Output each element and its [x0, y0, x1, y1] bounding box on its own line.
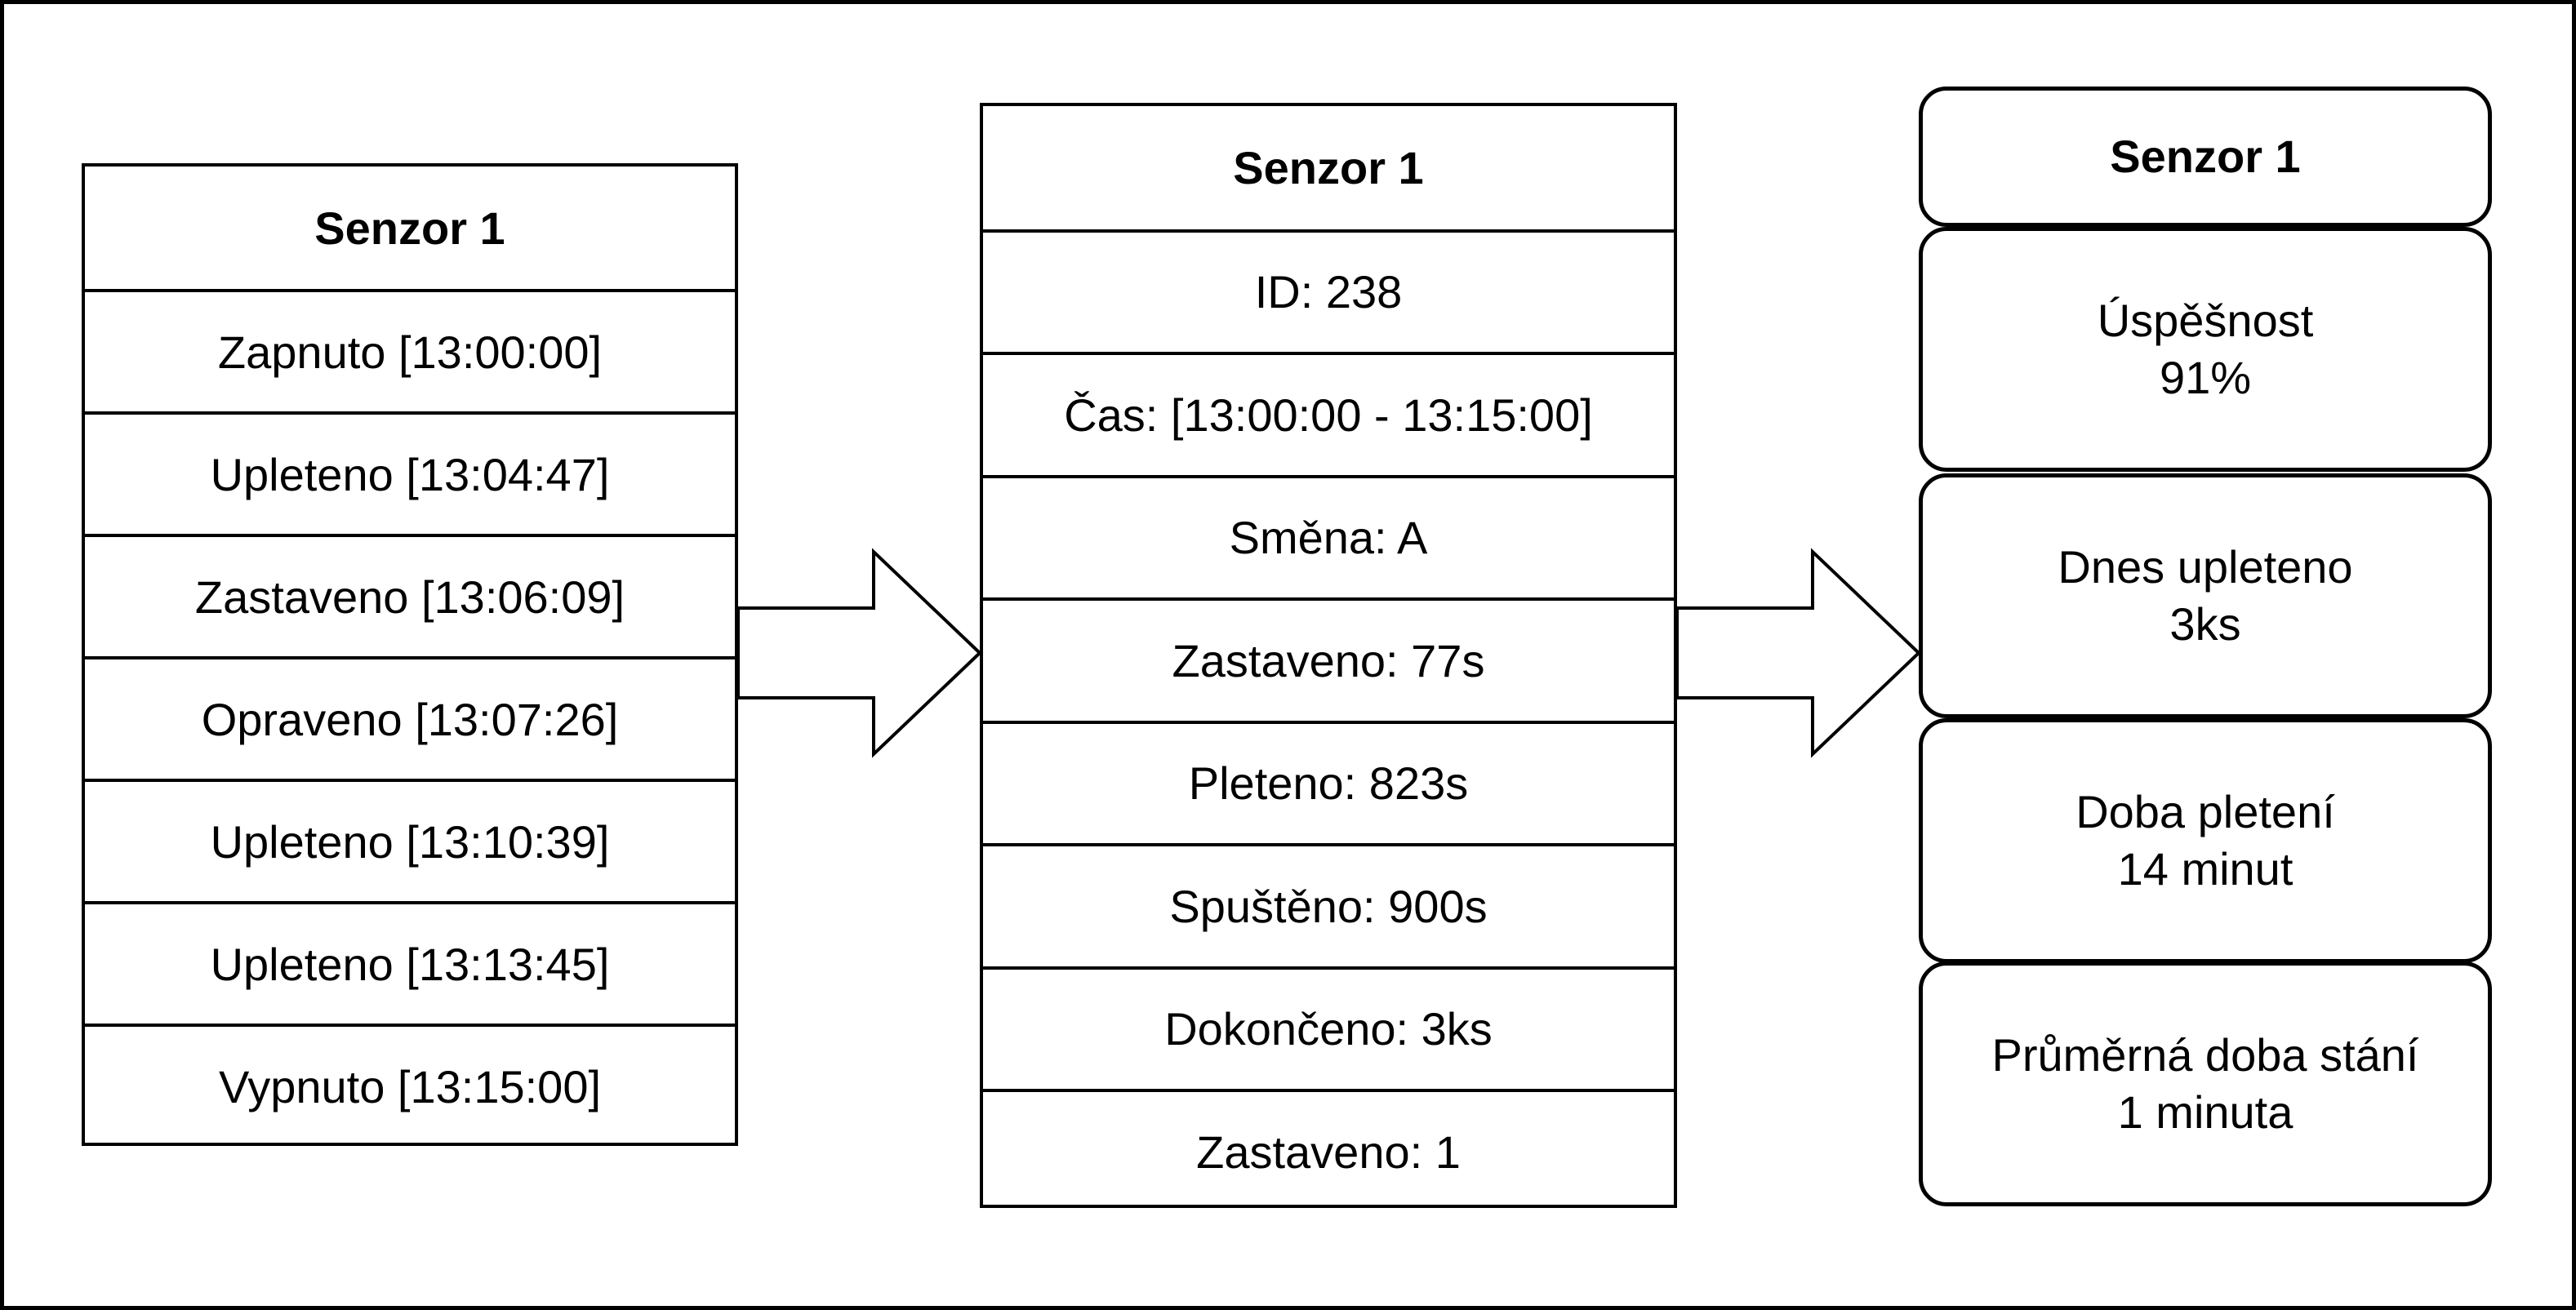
summary-card-value: 1 minuta [2117, 1086, 2293, 1138]
sensor-record-row: ID: 238 [983, 229, 1674, 353]
sensor-events-title: Senzor 1 [314, 202, 505, 254]
sensor-event-row: Upleteno [13:10:39] [85, 779, 735, 901]
sensor-record-row: Čas: [13:00:00 - 13:15:00] [983, 352, 1674, 475]
sensor-event-row: Zastaveno [13:06:09] [85, 534, 735, 656]
sensor-record-row: Spuštěno: 900s [983, 843, 1674, 966]
summary-card-success-rate: Úspěšnost 91% [1919, 227, 2492, 472]
sensor-event-row: Vypnuto [13:15:00] [85, 1024, 735, 1146]
summary-card-label: Průměrná doba stání [1991, 1029, 2419, 1081]
summary-title: Senzor 1 [2110, 131, 2301, 182]
sensor-record-row: Dokončeno: 3ks [983, 966, 1674, 1090]
summary-card-value: 91% [2159, 352, 2252, 403]
summary-card-label: Doba pletení [2075, 786, 2335, 837]
sensor-record-title: Senzor 1 [1233, 141, 1424, 193]
arrow-right-icon [1675, 548, 1921, 758]
sensor-event-row: Upleteno [13:13:45] [85, 901, 735, 1024]
sensor-record-row: Zastaveno: 1 [983, 1089, 1674, 1212]
summary-card-avg-downtime: Průměrná doba stání 1 minuta [1919, 961, 2492, 1206]
summary-card-label: Úspěšnost [2097, 295, 2314, 346]
sensor-record-table: Senzor 1 ID: 238 Čas: [13:00:00 - 13:15:… [980, 103, 1677, 1208]
arrow-right-icon [736, 548, 982, 758]
summary-title-card: Senzor 1 [1919, 87, 2492, 227]
sensor-record-row: Pleteno: 823s [983, 720, 1674, 844]
sensor-record-row: Směna: A [983, 474, 1674, 598]
summary-card-label: Dnes upleteno [2058, 541, 2353, 593]
sensor-event-row: Opraveno [13:07:26] [85, 656, 735, 779]
sensor-events-table: Senzor 1 Zapnuto [13:00:00] Upleteno [13… [82, 163, 738, 1146]
sensor-event-row: Zapnuto [13:00:00] [85, 289, 735, 411]
sensor-event-row: Upleteno [13:04:47] [85, 411, 735, 534]
summary-card-value: 3ks [2169, 598, 2241, 650]
summary-card-knitted-today: Dnes upleteno 3ks [1919, 473, 2492, 718]
summary-card-value: 14 minut [2117, 843, 2293, 895]
summary-card-knitting-time: Doba pletení 14 minut [1919, 718, 2492, 963]
sensor-record-row: Zastaveno: 77s [983, 597, 1674, 721]
